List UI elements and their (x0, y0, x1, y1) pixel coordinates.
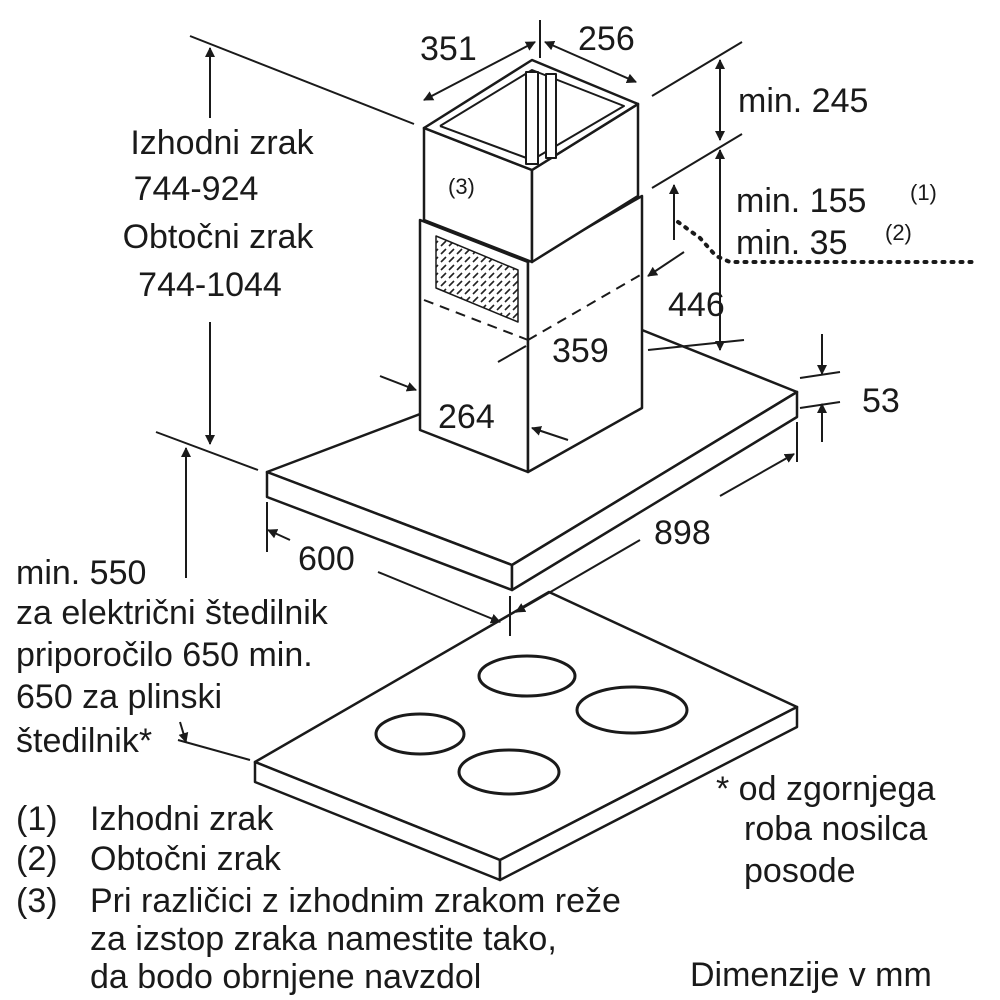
hob-burner-right (575, 685, 689, 735)
callout-3: (3) (448, 174, 475, 199)
hob-burner-left (374, 712, 466, 756)
chimney-height-line1: Izhodni zrak (130, 124, 314, 162)
label-351: 351 (420, 30, 477, 68)
footnote-line2: roba nosilca (744, 810, 927, 848)
vent-slots (435, 235, 519, 323)
min-distance-line5: štedilnik* (16, 722, 152, 760)
hob-burner-back (477, 654, 577, 698)
hob-drawing (253, 590, 799, 882)
legend-key-1: (1) (16, 800, 58, 838)
units-label: Dimenzije v mm (690, 956, 932, 994)
chimney-height-line2: 744-924 (134, 170, 259, 208)
label-256: 256 (578, 20, 635, 58)
hob-top (253, 590, 799, 862)
footnote-star: * od zgornjega roba nosilca posode (716, 770, 935, 890)
label-600: 600 (298, 540, 355, 578)
dimension-lines (155, 20, 841, 761)
chimney-height-note: Izhodni zrak 744-924 Obtočni zrak 744-10… (123, 124, 315, 304)
legend-text-3: Pri različici z izhodnim zrakom reže (90, 882, 621, 920)
min-distance-line1: min. 550 (16, 554, 146, 592)
label-min-245: min. 245 (738, 82, 868, 120)
legend-key-2: (2) (16, 840, 58, 878)
hob-side (498, 705, 799, 882)
min-distance-line3: priporočilo 650 min. (16, 636, 313, 674)
legend-cont-2: da bodo obrnjene navzdol (90, 958, 481, 996)
label-53: 53 (862, 382, 900, 420)
label-sup-1: (1) (910, 180, 937, 205)
chimney-height-line4: 744-1044 (138, 266, 282, 304)
hob-burner-front (457, 748, 561, 796)
legend-text-1: Izhodni zrak (90, 800, 274, 838)
legend: (1) Izhodni zrak (2) Obtočni zrak (3) Pr… (16, 800, 621, 996)
ceiling-dotted-line (676, 220, 978, 264)
label-898: 898 (654, 514, 711, 552)
chimney-height-line3: Obtočni zrak (123, 218, 315, 256)
dimension-labels: 351 256 min. 245 min. 155 (1) min. 35 (2… (298, 20, 937, 578)
min-distance-line2: za električni štedilnik (16, 594, 329, 632)
legend-text-2: Obtočni zrak (90, 840, 282, 878)
label-min-35: min. 35 (736, 224, 848, 262)
footnote-line3: posode (744, 852, 856, 890)
legend-cont-1: za izstop zraka namestite tako, (90, 920, 557, 958)
legend-key-3: (3) (16, 882, 58, 920)
hood-chimney (418, 58, 644, 474)
label-sup-2: (2) (885, 220, 912, 245)
label-min-155: min. 155 (736, 182, 866, 220)
min-distance-note: min. 550 za električni štedilnik priporo… (16, 554, 329, 760)
min-distance-line4: 650 za plinski (16, 678, 222, 716)
chimney-bracket-right (545, 73, 557, 159)
label-446: 446 (668, 286, 725, 324)
chimney-bracket (525, 71, 539, 165)
label-359: 359 (552, 332, 609, 370)
label-264: 264 (438, 398, 495, 436)
canopy-side (510, 390, 799, 592)
footnote-line1: * od zgornjega (716, 770, 935, 808)
